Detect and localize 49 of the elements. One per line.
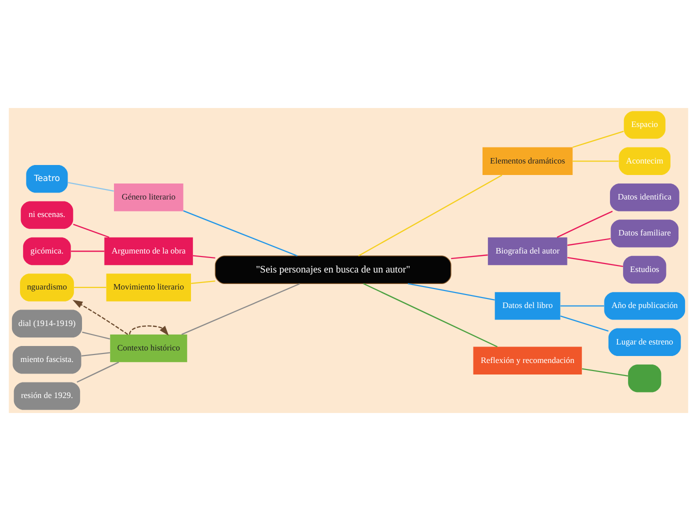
node-box: Lugar de estreno	[608, 328, 681, 356]
connector	[451, 254, 488, 259]
connector	[572, 160, 619, 162]
node-box: Teatro	[26, 164, 68, 192]
node-box: miento fascista.	[12, 346, 82, 374]
node-box: Datos del libro	[494, 292, 560, 320]
connector	[363, 282, 498, 347]
connector	[556, 210, 613, 238]
connector	[73, 223, 110, 238]
connector	[76, 361, 120, 382]
node-box: dial (1914-1919)	[12, 309, 82, 338]
node-box: Argumento de la obra	[104, 236, 193, 265]
node-box: Contexto histórico	[110, 334, 188, 362]
node-box: Año de publicación	[604, 292, 686, 320]
connector	[82, 331, 110, 340]
connector	[68, 182, 114, 192]
connector	[582, 368, 628, 376]
node-box: Movimiento literario	[106, 273, 191, 301]
node-box: Reflexión y recomendación	[473, 346, 582, 374]
node-box: "Seis personajes en busca de un autor"	[214, 255, 452, 284]
node-box: nguardismo	[20, 273, 74, 301]
connector	[408, 282, 495, 300]
node-box: Biografia del autor	[488, 236, 568, 265]
node-box: Datos familiare	[610, 219, 679, 247]
arrow	[72, 299, 128, 334]
connector	[70, 250, 104, 252]
node-box: Espacio	[624, 110, 666, 138]
node-box: resión de 1929.	[14, 382, 80, 410]
connector	[181, 282, 300, 334]
connector	[192, 254, 216, 258]
connector	[567, 238, 611, 246]
node-box: Género literario	[114, 182, 184, 211]
connector	[191, 280, 216, 284]
connector	[560, 304, 604, 306]
node-box: Elementos dramáticos	[482, 146, 573, 174]
connector	[572, 130, 624, 148]
connector	[81, 352, 110, 356]
connector	[358, 174, 502, 256]
connector	[567, 256, 624, 266]
connector	[560, 314, 609, 332]
node-box: ni escenas.	[20, 200, 74, 228]
connector	[74, 286, 106, 288]
arrow	[129, 324, 169, 336]
node-box: gicómica.	[23, 236, 71, 265]
node-box: Estudios	[623, 255, 666, 284]
node-box: Acontecim	[618, 146, 670, 174]
connector	[183, 210, 298, 256]
node-box	[628, 364, 662, 392]
node-box: Datos identifica	[610, 182, 680, 211]
